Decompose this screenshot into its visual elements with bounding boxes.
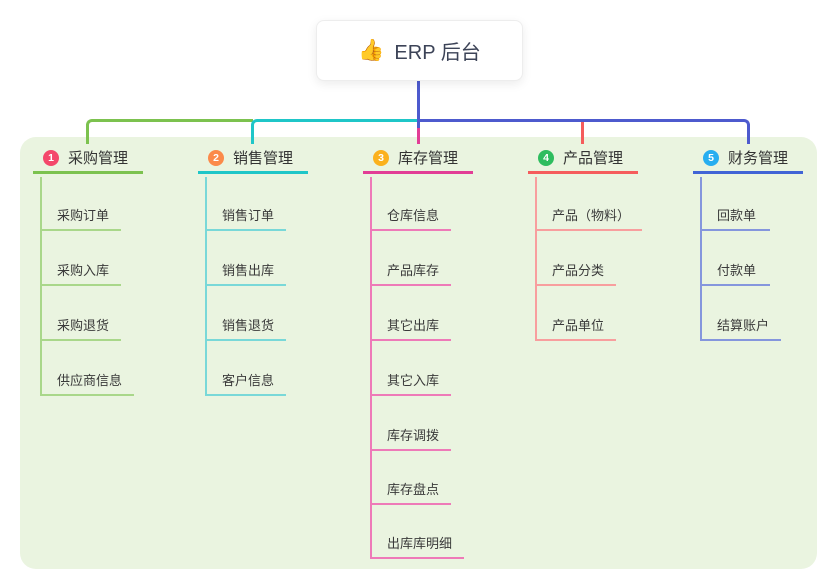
branch-title-label: 财务管理 xyxy=(728,150,789,167)
child-node[interactable]: 采购入库 xyxy=(40,259,122,286)
children-connector-line xyxy=(535,177,537,341)
root-node[interactable]: 👍 ERP 后台 xyxy=(316,20,523,81)
child-node[interactable]: 回款单 xyxy=(700,204,770,231)
branch-elbow-purchase xyxy=(86,119,253,144)
branch-node-2[interactable]: 2 销售管理 xyxy=(198,144,308,174)
child-node[interactable]: 库存盘点 xyxy=(370,478,452,505)
branch-title-label: 库存管理 xyxy=(398,150,459,167)
children-connector-line xyxy=(40,177,42,396)
branch-number-badge: 3 xyxy=(373,149,389,166)
child-node[interactable]: 其它出库 xyxy=(370,314,452,341)
child-node[interactable]: 出库库明细 xyxy=(370,532,465,559)
child-node[interactable]: 产品分类 xyxy=(535,259,617,286)
branch-elbow-finance xyxy=(417,119,750,144)
background-panel xyxy=(20,137,817,569)
branch-title-label: 产品管理 xyxy=(563,150,624,167)
branch-node-4[interactable]: 4 产品管理 xyxy=(528,144,638,174)
branch-node-1[interactable]: 1 采购管理 xyxy=(33,144,143,174)
branch-number-badge: 5 xyxy=(703,149,719,166)
branch-drop-inventory xyxy=(417,128,420,144)
child-node[interactable]: 产品库存 xyxy=(370,259,452,286)
thumbs-up-icon: 👍 xyxy=(358,39,385,62)
child-node[interactable]: 销售订单 xyxy=(205,204,287,231)
child-node[interactable]: 销售出库 xyxy=(205,259,287,286)
child-node[interactable]: 产品（物料） xyxy=(535,204,643,231)
children-connector-line xyxy=(370,177,372,559)
child-node[interactable]: 采购退货 xyxy=(40,314,122,341)
child-node[interactable]: 产品单位 xyxy=(535,314,617,341)
child-node[interactable]: 库存调拨 xyxy=(370,424,452,451)
branch-drop-product xyxy=(581,122,584,144)
child-node[interactable]: 结算账户 xyxy=(700,314,782,341)
branch-node-5[interactable]: 5 财务管理 xyxy=(693,144,803,174)
root-title: ERP 后台 xyxy=(394,42,481,64)
branch-title-label: 采购管理 xyxy=(68,150,129,167)
child-node[interactable]: 采购订单 xyxy=(40,204,122,231)
branch-title-label: 销售管理 xyxy=(233,150,294,167)
branch-number-badge: 1 xyxy=(43,149,59,166)
children-connector-line xyxy=(205,177,207,396)
child-node[interactable]: 仓库信息 xyxy=(370,204,452,231)
branch-elbow-sales xyxy=(251,119,420,144)
branch-number-badge: 4 xyxy=(538,149,554,166)
child-node[interactable]: 其它入库 xyxy=(370,369,452,396)
child-node[interactable]: 付款单 xyxy=(700,259,770,286)
child-node[interactable]: 销售退货 xyxy=(205,314,287,341)
root-connector-line xyxy=(417,80,420,128)
child-node[interactable]: 供应商信息 xyxy=(40,369,135,396)
child-node[interactable]: 客户信息 xyxy=(205,369,287,396)
children-connector-line xyxy=(700,177,702,341)
branch-node-3[interactable]: 3 库存管理 xyxy=(363,144,473,174)
branch-number-badge: 2 xyxy=(208,149,224,166)
